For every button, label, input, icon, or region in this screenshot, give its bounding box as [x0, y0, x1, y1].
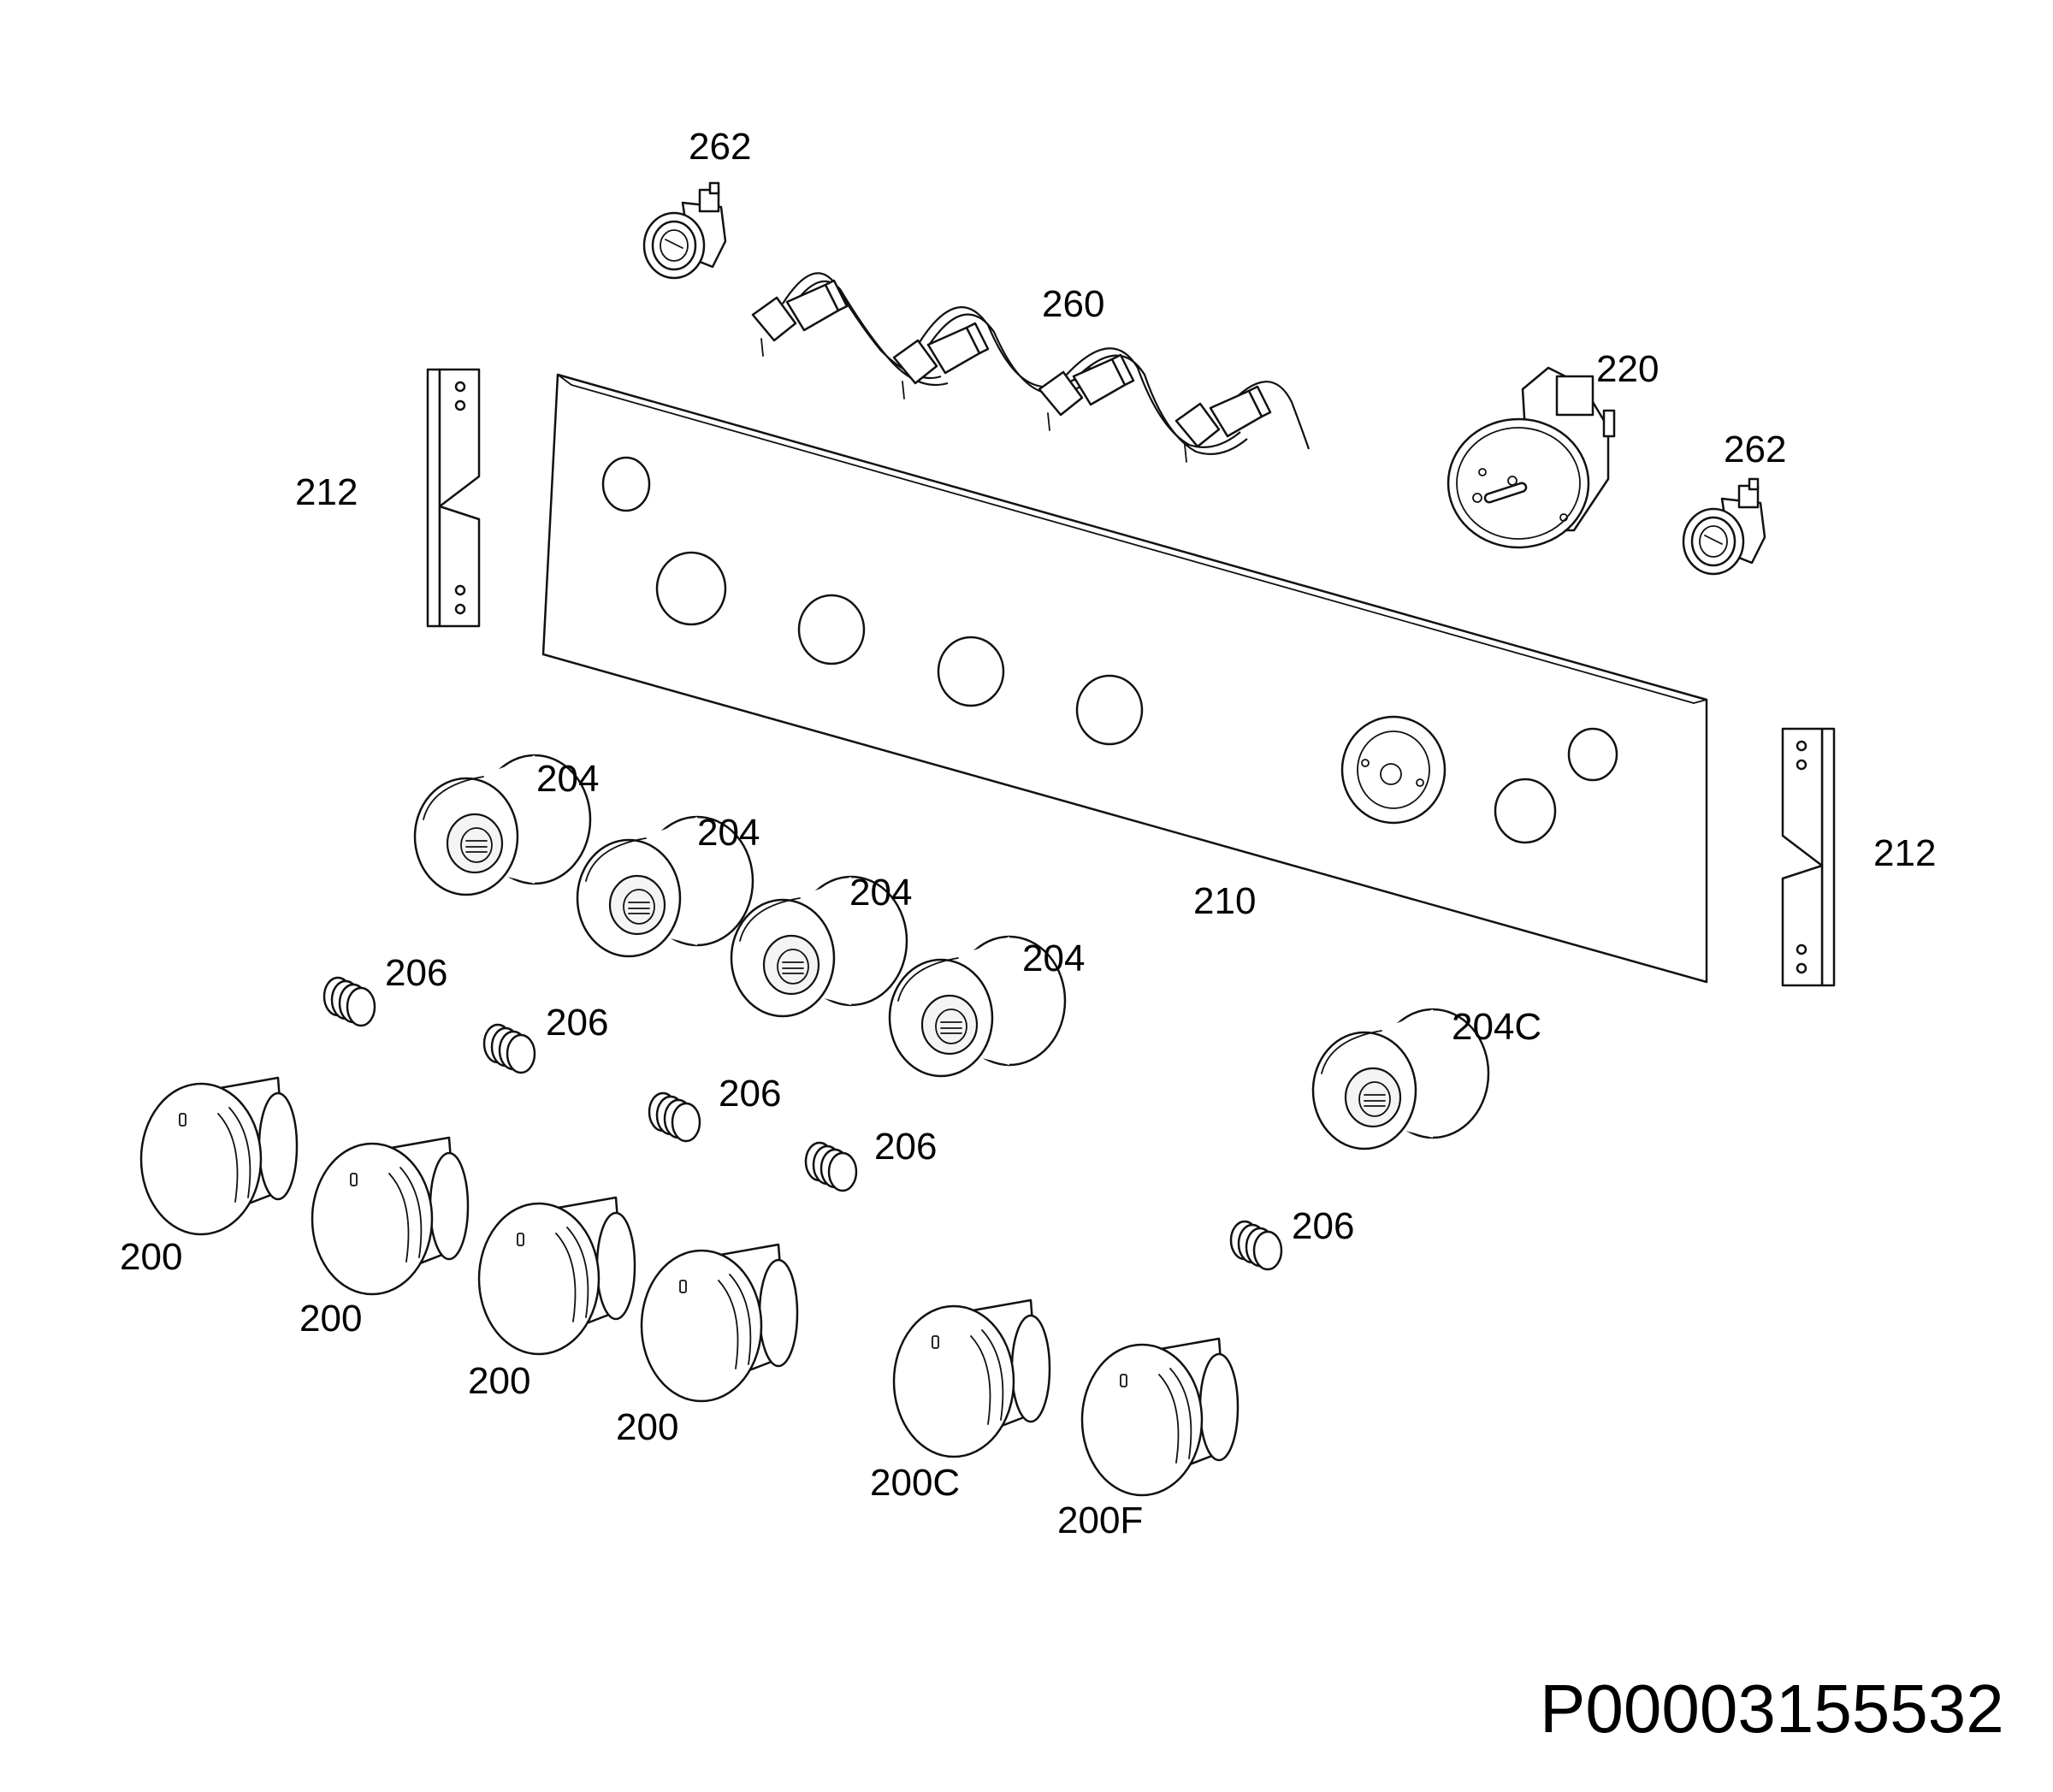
mounting-bracket-icon [1781, 727, 1836, 987]
label-220: 220 [1596, 348, 1659, 390]
control-knob-icon [892, 1298, 1051, 1458]
label-200C: 200C [870, 1462, 960, 1504]
label-260: 260 [1042, 283, 1104, 325]
label-206-2: 206 [546, 1002, 608, 1044]
label-206-1: 206 [385, 952, 447, 994]
timer-motor-icon [1447, 366, 1616, 549]
indicator-lamp-icon [642, 181, 727, 280]
spring-icon [648, 1091, 701, 1143]
control-knob-icon [1080, 1337, 1239, 1497]
control-knob-icon [477, 1196, 636, 1356]
control-knob-icon [139, 1076, 299, 1236]
label-200-3: 200 [468, 1360, 530, 1402]
label-200-2: 200 [299, 1298, 362, 1340]
label-204-2: 204 [697, 812, 760, 854]
label-262-top: 262 [689, 126, 751, 168]
label-206-4: 206 [874, 1126, 937, 1168]
indicator-lamp-icon [1682, 477, 1766, 576]
label-200-4: 200 [616, 1406, 678, 1448]
control-knob-icon [640, 1243, 799, 1403]
spring-icon [482, 1023, 536, 1074]
label-204C: 204C [1452, 1006, 1541, 1048]
label-206-3: 206 [719, 1073, 781, 1115]
drawing-number: P00003155532 [1540, 1671, 2004, 1747]
spring-icon [322, 976, 376, 1027]
label-204-3: 204 [849, 872, 912, 914]
label-200-1: 200 [120, 1236, 182, 1278]
control-knob-icon [311, 1136, 470, 1296]
label-212-right: 212 [1873, 832, 1936, 874]
control-panel-icon [541, 373, 1708, 984]
mounting-bracket-icon [426, 368, 481, 628]
label-212-left: 212 [295, 471, 358, 513]
switch-harness-icon [751, 272, 1310, 464]
spring-icon [1229, 1220, 1283, 1271]
label-206-5: 206 [1292, 1205, 1354, 1247]
spring-icon [804, 1141, 858, 1192]
label-200F: 200F [1057, 1499, 1143, 1541]
label-262-right: 262 [1724, 429, 1786, 470]
label-210: 210 [1193, 880, 1256, 922]
label-204-4: 204 [1022, 937, 1085, 979]
label-204-1: 204 [536, 758, 599, 800]
